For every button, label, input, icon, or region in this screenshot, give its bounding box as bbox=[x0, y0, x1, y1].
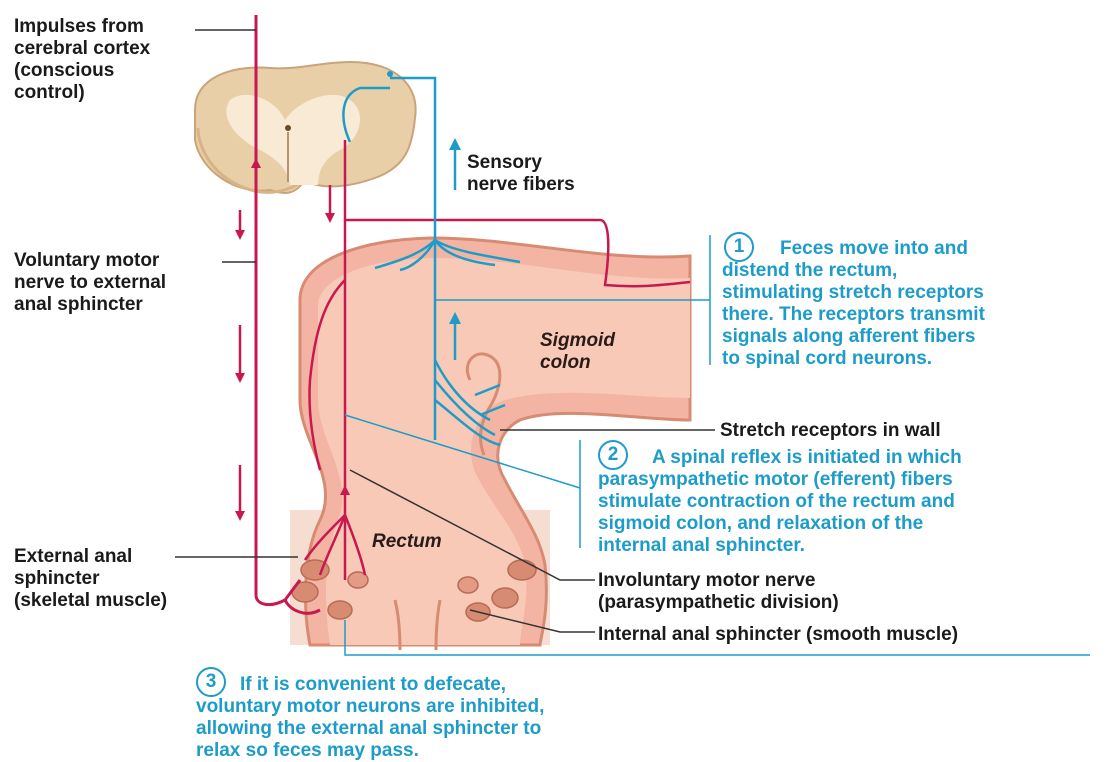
involuntary-nerve-label: Involuntary motor nerve(parasympathetic … bbox=[598, 570, 839, 614]
step-3-text: If it is convenient to defecate, volunta… bbox=[196, 674, 544, 762]
rectum-label: Rectum bbox=[372, 531, 442, 553]
stretch-receptors-label: Stretch receptors in wall bbox=[720, 420, 941, 442]
internal-sphincter-label: Internal anal sphincter (smooth muscle) bbox=[598, 624, 958, 646]
spinal-cord-section bbox=[195, 62, 416, 193]
step-2-text: A spinal reflex is initiated in which pa… bbox=[598, 447, 962, 557]
receptor-dot-icon bbox=[387, 71, 393, 77]
step-1-text: Feces move into and distend the rectum, … bbox=[722, 238, 985, 370]
